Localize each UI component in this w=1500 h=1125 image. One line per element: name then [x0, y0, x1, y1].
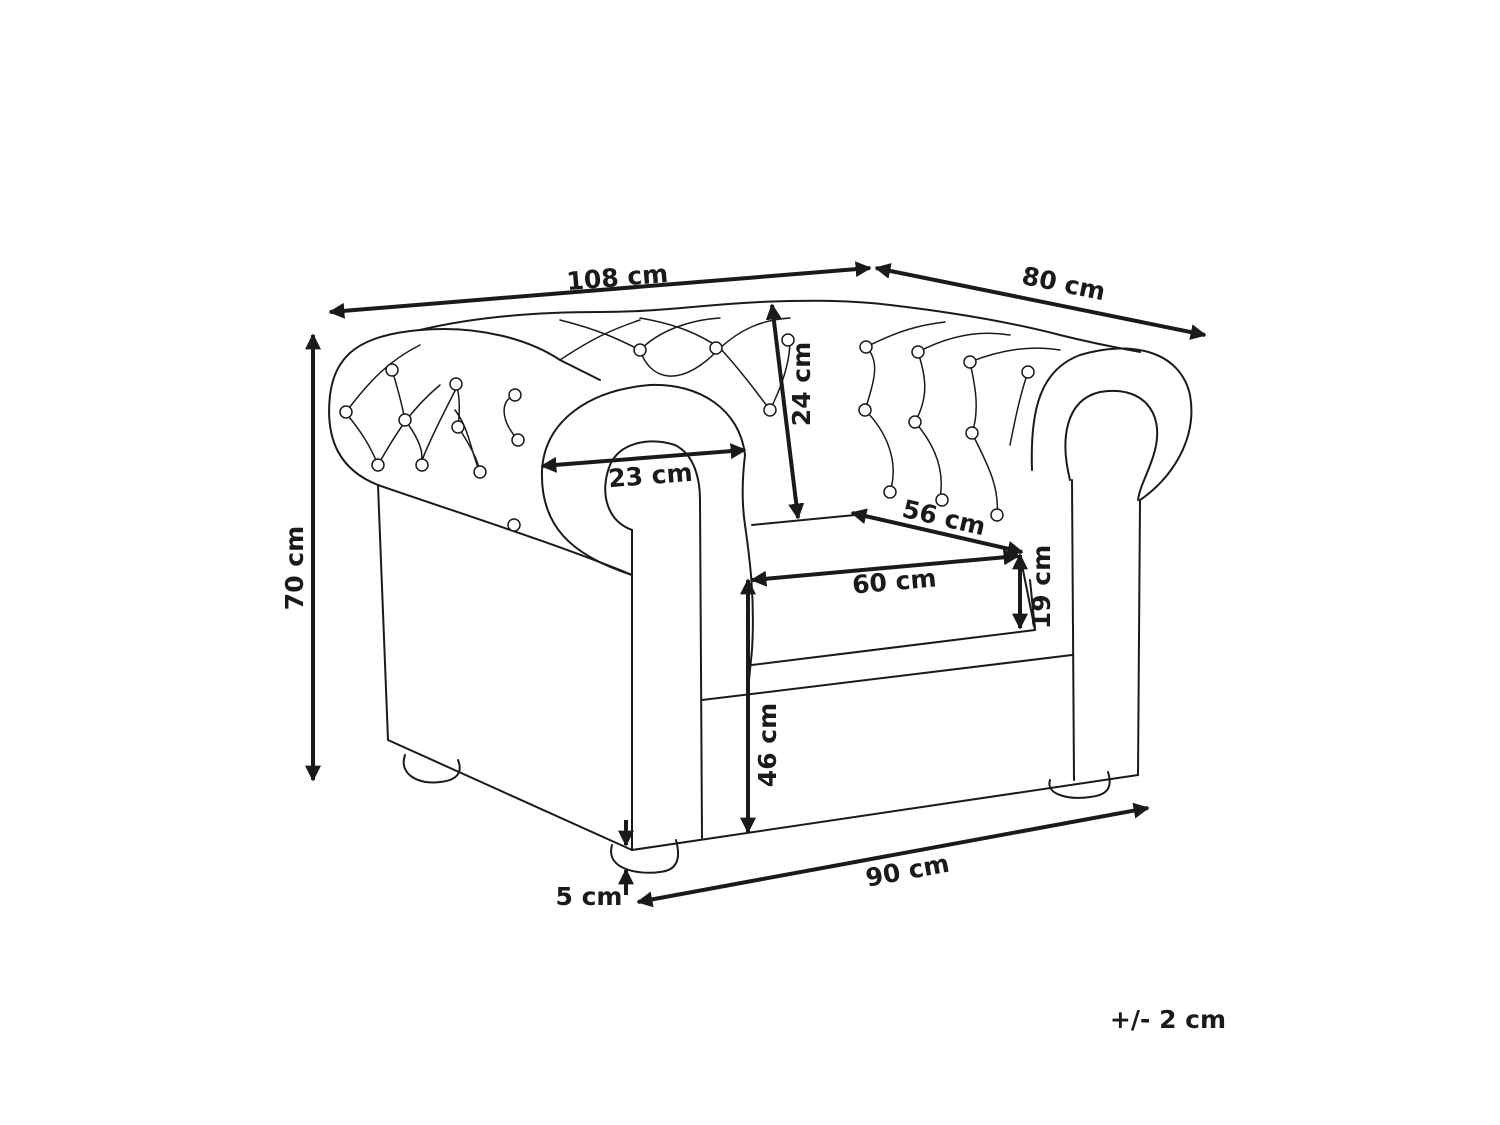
right-arm-scroll: [1064, 389, 1159, 501]
inner-width-label: 90 cm: [863, 849, 951, 893]
right-arm-roll: [1030, 347, 1193, 776]
front-rail: [701, 654, 1073, 701]
left-arm-under: [377, 484, 633, 576]
armrest-width-dimension-line: [540, 443, 747, 473]
armrest-width-label: 23 cm: [607, 458, 693, 494]
seat-cushion-front: [751, 514, 856, 526]
foot-left-back: [402, 754, 461, 784]
dimension-lines: [305, 261, 1207, 908]
tolerance-note: +/- 2 cm: [1110, 1005, 1226, 1034]
seat-depth-dimension-line: [850, 508, 1024, 557]
leg-height-label: 5 cm: [556, 882, 623, 911]
tufting-line: [344, 344, 519, 473]
foot-front-right: [1048, 771, 1111, 799]
inner-width-dimension-line: [636, 802, 1150, 908]
right-arm-front: [1071, 479, 1075, 781]
height-label: 70 cm: [280, 526, 309, 610]
seat-width-label: 60 cm: [851, 563, 938, 599]
seat-height-label: 46 cm: [753, 703, 782, 787]
front-arm-roll: [540, 383, 746, 576]
width-label: 108 cm: [565, 259, 669, 296]
tufting-line: [864, 321, 1061, 516]
backrest-height-label: 24 cm: [787, 342, 816, 426]
depth-dimension-line: [874, 263, 1207, 340]
front-base: [631, 774, 1139, 851]
tufting-line: [559, 317, 791, 411]
left-side-panel: [377, 484, 633, 851]
backrest-height-dimension-line: [765, 303, 805, 520]
seat-cushion-height-label: 19 cm: [1027, 545, 1056, 629]
width-dimension-line: [328, 261, 872, 319]
front-arm-scroll: [604, 440, 703, 839]
left-arm-roll: [328, 328, 601, 486]
seat-width-dimension-line: [750, 549, 1020, 587]
